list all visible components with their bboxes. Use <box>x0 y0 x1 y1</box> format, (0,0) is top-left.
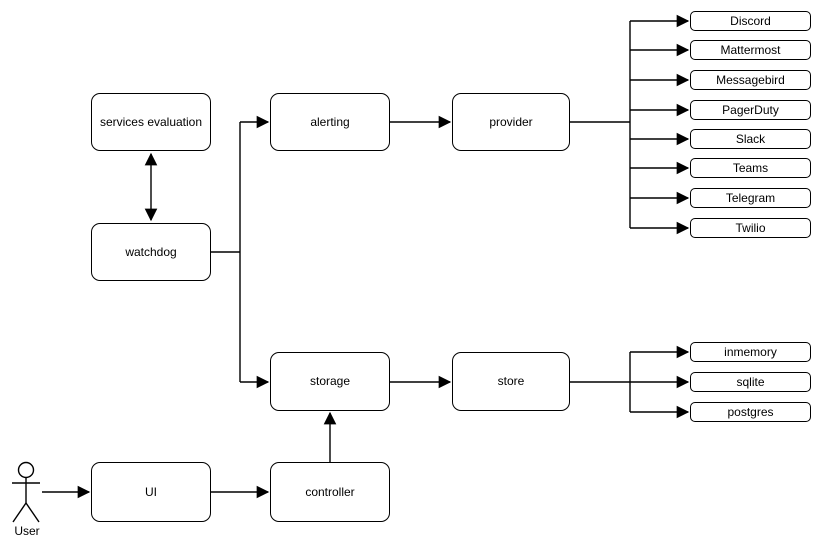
leaf-pagerduty: PagerDuty <box>690 100 811 120</box>
leaf-telegram: Telegram <box>690 188 811 208</box>
node-ui: UI <box>91 462 211 522</box>
node-services-evaluation: services evaluation <box>91 93 211 151</box>
node-storage: storage <box>270 352 390 411</box>
leaf-messagebird: Messagebird <box>690 70 811 90</box>
leaf-sqlite: sqlite <box>690 372 811 392</box>
leaf-twilio: Twilio <box>690 218 811 238</box>
leaf-postgres: postgres <box>690 402 811 422</box>
leaf-discord: Discord <box>690 11 811 31</box>
leaf-teams: Teams <box>690 158 811 178</box>
node-watchdog: watchdog <box>91 223 211 281</box>
node-alerting: alerting <box>270 93 390 151</box>
node-provider: provider <box>452 93 570 151</box>
leaf-inmemory: inmemory <box>690 342 811 362</box>
user-actor-label: User <box>14 524 40 538</box>
user-actor-icon <box>12 461 40 523</box>
node-store: store <box>452 352 570 411</box>
leaf-slack: Slack <box>690 129 811 149</box>
node-controller: controller <box>270 462 390 522</box>
leaf-mattermost: Mattermost <box>690 40 811 60</box>
